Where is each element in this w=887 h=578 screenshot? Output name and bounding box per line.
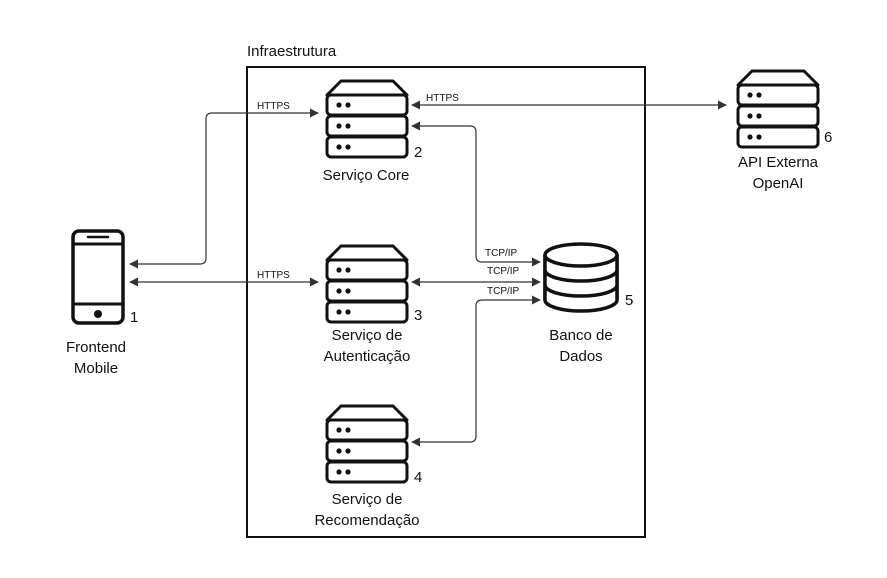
infrastructure-title: Infraestrutura: [247, 43, 337, 60]
server-icon: [327, 246, 407, 322]
edge-label-frontend-core: HTTPS: [257, 101, 290, 112]
node-label-auth-line1: Serviço de: [332, 327, 403, 344]
node-label-db-line1: Banco de: [549, 327, 612, 344]
node-number-4: 4: [414, 469, 422, 486]
server-icon: [327, 406, 407, 482]
connector-core-db: [411, 121, 541, 267]
node-label-rec-line2: Recomendação: [314, 512, 419, 529]
infrastructure-boundary: [246, 66, 646, 538]
node-label-auth-line2: Autenticação: [324, 348, 411, 365]
node-label-openai-line1: API Externa: [738, 154, 819, 171]
node-number-3: 3: [414, 307, 422, 324]
database-icon: [543, 242, 619, 313]
mobile-phone-icon: [71, 229, 125, 325]
server-icon: [327, 81, 407, 157]
node-label-rec-line1: Serviço de: [332, 491, 403, 508]
node-label-db-line2: Dados: [559, 348, 602, 365]
edge-label-rec-db: TCP/IP: [487, 286, 520, 297]
node-label-frontend-line1: Frontend: [66, 339, 126, 356]
node-number-1: 1: [130, 309, 138, 326]
node-label-frontend-line2: Mobile: [74, 360, 118, 377]
edge-label-core-openai: HTTPS: [426, 93, 459, 104]
edge-label-frontend-auth: HTTPS: [257, 270, 290, 281]
connector-rec-db: [411, 295, 541, 447]
edge-label-core-db: TCP/IP: [485, 248, 518, 259]
server-icon: [738, 71, 818, 147]
edge-label-auth-db: TCP/IP: [487, 266, 520, 277]
node-number-5: 5: [625, 292, 633, 309]
node-number-6: 6: [824, 129, 832, 146]
connector-frontend-core: [129, 108, 319, 269]
node-label-core: Serviço Core: [323, 167, 410, 184]
node-label-openai-line2: OpenAI: [753, 175, 804, 192]
node-number-2: 2: [414, 144, 422, 161]
